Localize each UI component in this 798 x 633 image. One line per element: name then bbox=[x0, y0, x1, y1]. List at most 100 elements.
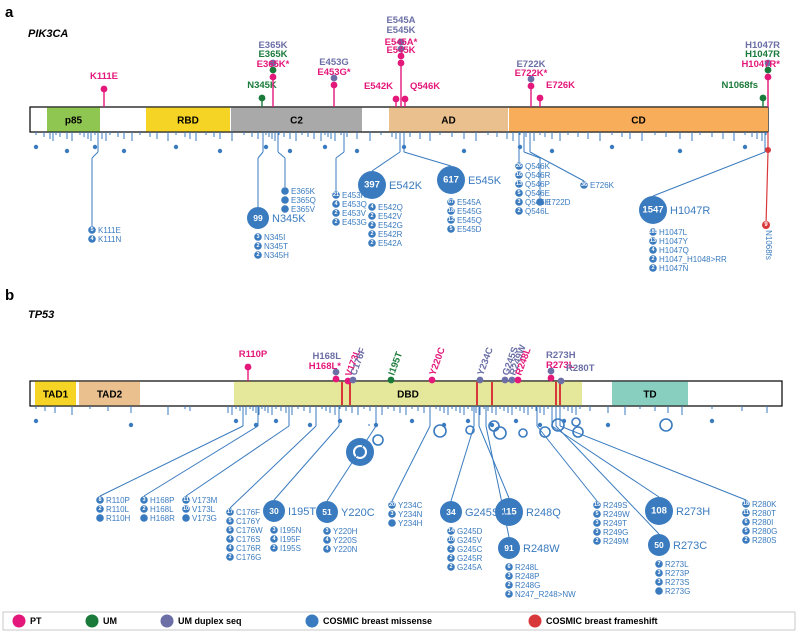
cosmic-label: C176W bbox=[236, 526, 263, 535]
count-text: 2 bbox=[228, 554, 231, 560]
cosmic-label: V173L bbox=[192, 505, 216, 514]
count-badge bbox=[593, 519, 601, 527]
count-text: 185 bbox=[648, 229, 657, 235]
count-text: 3 bbox=[272, 527, 275, 533]
cosmic-label: H1047_H1048>RR bbox=[659, 255, 727, 264]
cosmic-label: K111E bbox=[98, 226, 121, 235]
lollipop-head bbox=[476, 376, 484, 384]
lollipop-head bbox=[759, 94, 767, 102]
cosmic-label: E545Q bbox=[457, 216, 482, 225]
cosmic-label: C176G bbox=[236, 553, 261, 562]
count-badge bbox=[96, 496, 104, 504]
count-badge bbox=[182, 496, 190, 504]
mutation-label: E545K bbox=[386, 45, 415, 56]
count-badge bbox=[580, 181, 588, 189]
count-text: 4 bbox=[334, 201, 338, 207]
count-badge bbox=[388, 501, 396, 509]
count-badge bbox=[281, 205, 289, 213]
connector-line bbox=[143, 425, 259, 497]
hotspot-marker bbox=[341, 382, 343, 405]
count-badge bbox=[440, 501, 462, 523]
domain-label: DBD bbox=[397, 390, 419, 401]
cosmic-dot bbox=[677, 148, 683, 154]
count-badge bbox=[498, 537, 520, 559]
count-text: 5 bbox=[744, 528, 747, 534]
cosmic-ring bbox=[465, 425, 475, 435]
cosmic-dot bbox=[489, 422, 495, 428]
cosmic-label: R249M bbox=[603, 537, 629, 546]
count-text: 18 bbox=[743, 501, 749, 507]
connector-line bbox=[326, 425, 377, 502]
count-text: 26 bbox=[516, 163, 522, 169]
cosmic-label: E542A bbox=[378, 239, 403, 248]
cosmic-label: R248Q bbox=[526, 507, 561, 519]
hotspot-marker bbox=[491, 382, 493, 405]
cosmic-label: Y220H bbox=[333, 527, 358, 536]
count-text: 4 bbox=[228, 536, 232, 542]
lollipop-head bbox=[100, 85, 108, 93]
count-text: 4 bbox=[370, 204, 374, 210]
count-badge bbox=[226, 517, 234, 525]
legend-swatch bbox=[305, 614, 319, 628]
cosmic-label: V173G bbox=[192, 514, 217, 523]
cosmic-dot bbox=[605, 422, 611, 428]
cosmic-label: N345K bbox=[272, 213, 306, 225]
count-text: 2 bbox=[651, 265, 654, 271]
count-text: 2 bbox=[256, 243, 259, 249]
count-badge bbox=[593, 528, 601, 536]
lollipop-head bbox=[269, 59, 277, 67]
mutation-label: H1047R* bbox=[741, 59, 780, 70]
cosmic-label: Y220S bbox=[333, 536, 357, 545]
mutation-label: E722K bbox=[516, 59, 545, 70]
cosmic-label: N1068fs bbox=[764, 230, 773, 260]
count-text: 3 bbox=[390, 511, 393, 517]
cosmic-label: C176Y bbox=[236, 517, 261, 526]
lollipop-head bbox=[527, 82, 535, 90]
domain-label: RBD bbox=[177, 116, 199, 127]
count-text: 115 bbox=[501, 507, 517, 518]
domain-label: CD bbox=[631, 116, 645, 127]
count-badge bbox=[182, 505, 190, 513]
count-badge bbox=[323, 536, 331, 544]
mutation-label: E542K bbox=[364, 81, 393, 92]
mutation-label: Y234C bbox=[475, 346, 495, 377]
cosmic-label: R248G bbox=[515, 581, 540, 590]
cosmic-dot bbox=[517, 144, 523, 150]
legend-label: COSMIC breast frameshift bbox=[546, 616, 658, 626]
cosmic-dot bbox=[354, 148, 360, 154]
cosmic-label: R248P bbox=[515, 572, 539, 581]
cosmic-dot bbox=[128, 422, 134, 428]
lollipop-head bbox=[244, 363, 252, 371]
cosmic-dot bbox=[64, 148, 70, 154]
cosmic-dot bbox=[409, 418, 415, 424]
count-badge bbox=[742, 509, 750, 517]
mutation-label: E365K bbox=[258, 40, 287, 51]
count-badge bbox=[254, 251, 262, 259]
legend-swatch bbox=[85, 614, 99, 628]
mutation-label: R280T bbox=[566, 363, 595, 374]
count-text: 4 bbox=[228, 545, 232, 551]
legend-swatch bbox=[12, 614, 26, 628]
count-badge bbox=[270, 535, 278, 543]
count-text: 13 bbox=[650, 238, 656, 244]
count-text: 10 bbox=[183, 506, 189, 512]
domain-label: TAD2 bbox=[97, 390, 123, 401]
cosmic-ring bbox=[433, 424, 447, 438]
domain-block bbox=[47, 107, 100, 132]
count-badge bbox=[515, 180, 523, 188]
count-text: 5 bbox=[228, 518, 231, 524]
cosmic-dot bbox=[92, 144, 98, 150]
count-badge bbox=[263, 500, 285, 522]
cosmic-ring bbox=[572, 426, 584, 438]
cosmic-label: R249G bbox=[603, 528, 628, 537]
lollipop-head bbox=[397, 38, 405, 46]
count-badge bbox=[648, 534, 670, 556]
lollipop-head bbox=[392, 95, 400, 103]
cosmic-label: H1047L bbox=[659, 228, 688, 237]
